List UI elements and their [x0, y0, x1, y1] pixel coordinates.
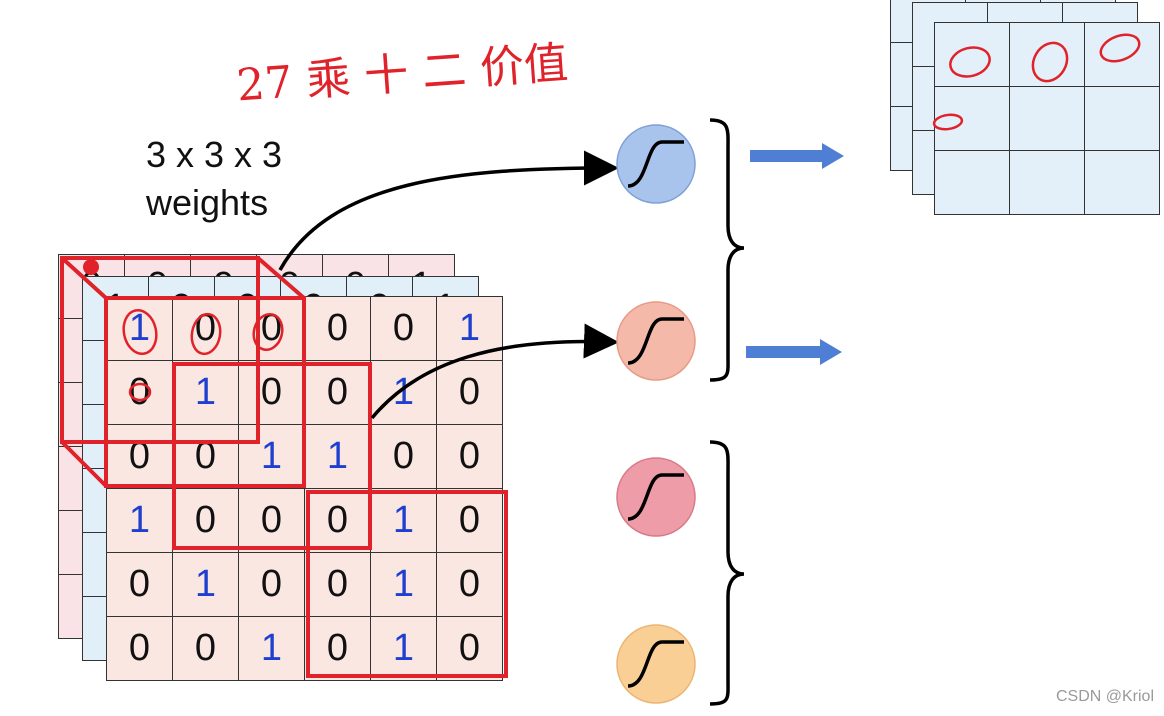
sigmoid-icon	[627, 317, 684, 365]
grid-cell: 1	[173, 361, 239, 425]
sigmoid-icon	[627, 473, 684, 521]
brace-bottom	[709, 440, 745, 706]
grid-cell: 0	[107, 617, 173, 681]
neuron-4	[616, 624, 696, 704]
grid-cell: 0	[173, 489, 239, 553]
grid-cell: 0	[107, 425, 173, 489]
grid-cell: 1	[371, 489, 437, 553]
grid-cell: 0	[371, 297, 437, 361]
grid-cell: 0	[305, 489, 371, 553]
neuron-1	[616, 124, 696, 204]
sigmoid-icon	[627, 140, 684, 188]
grid-cell: 0	[437, 489, 503, 553]
handwritten-note: 27 乘 十 二 价值	[234, 37, 570, 112]
grid-cell: 0	[437, 553, 503, 617]
grid-cell: 0	[437, 617, 503, 681]
grid-cell: 0	[371, 425, 437, 489]
weights-label: weights	[146, 182, 269, 223]
grid-cell: 1	[107, 489, 173, 553]
weights-dimensions-label: 3 x 3 x 3	[146, 134, 283, 175]
output-cell	[1085, 151, 1160, 215]
grid-cell: 0	[305, 297, 371, 361]
neuron-3	[616, 457, 696, 537]
grid-cell: 0	[239, 297, 305, 361]
grid-cell: 0	[239, 489, 305, 553]
sigmoid-icon	[627, 640, 684, 688]
grid-cell: 1	[305, 425, 371, 489]
watermark: CSDN @Kriol	[1055, 688, 1154, 705]
neuron-column	[616, 124, 696, 704]
output-cell	[1010, 87, 1085, 151]
output-cell	[935, 23, 1010, 87]
output-map-front	[934, 22, 1160, 215]
grid-cell: 0	[173, 617, 239, 681]
braces	[709, 118, 745, 706]
grid-cell: 1	[371, 553, 437, 617]
grid-cell: 1	[173, 553, 239, 617]
grid-cell: 0	[305, 617, 371, 681]
output-arrow-2	[746, 339, 842, 365]
grid-cell: 0	[107, 553, 173, 617]
grid-cell: 0	[173, 425, 239, 489]
grid-cell: 0	[239, 361, 305, 425]
grid-cell: 1	[239, 617, 305, 681]
brace-top	[709, 118, 745, 382]
grid-cell: 0	[107, 361, 173, 425]
output-cell	[1010, 151, 1085, 215]
grid-cell: 0	[305, 553, 371, 617]
output-cell	[1085, 87, 1160, 151]
grid-cell: 1	[371, 617, 437, 681]
grid-cell: 1	[437, 297, 503, 361]
output-cell	[935, 151, 1010, 215]
grid-cell: 1	[371, 361, 437, 425]
output-arrows	[746, 143, 844, 365]
output-cell	[1085, 23, 1160, 87]
grid-cell: 0	[239, 553, 305, 617]
grid-cell: 0	[437, 361, 503, 425]
grid-cell: 0	[173, 297, 239, 361]
neuron-2	[616, 301, 696, 381]
output-cell	[935, 87, 1010, 151]
grid-cell: 0	[305, 361, 371, 425]
output-cell	[1010, 23, 1085, 87]
grid-cell: 0	[437, 425, 503, 489]
grid-cell: 1	[107, 297, 173, 361]
output-arrow-1	[750, 143, 844, 169]
grid-cell: 1	[239, 425, 305, 489]
